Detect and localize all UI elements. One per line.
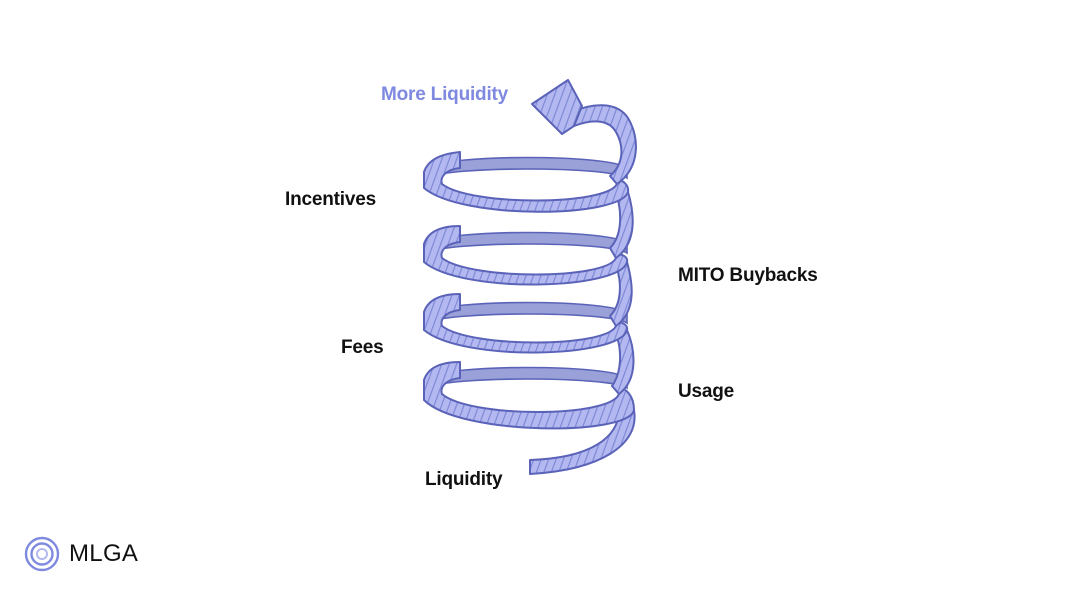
label-more-liquidity: More Liquidity — [381, 84, 509, 105]
coil-back-3 — [426, 301, 628, 325]
arrow-head — [531, 79, 583, 135]
label-fees: Fees — [341, 337, 384, 358]
coil-back-4 — [426, 366, 628, 390]
label-incentives: Incentives — [285, 189, 376, 210]
coil-back-2 — [426, 231, 628, 255]
spiral-back-coils — [426, 156, 628, 390]
label-mito-buybacks: MITO Buybacks — [678, 265, 818, 286]
label-usage: Usage — [678, 381, 735, 402]
brand-name: MLGA — [69, 540, 139, 567]
coil-back-1 — [426, 156, 628, 180]
brand: MLGA — [24, 536, 138, 572]
concentric-rings-logo-icon — [24, 536, 60, 572]
spiral-front-coils — [423, 79, 637, 475]
label-liquidity: Liquidity — [425, 469, 503, 490]
